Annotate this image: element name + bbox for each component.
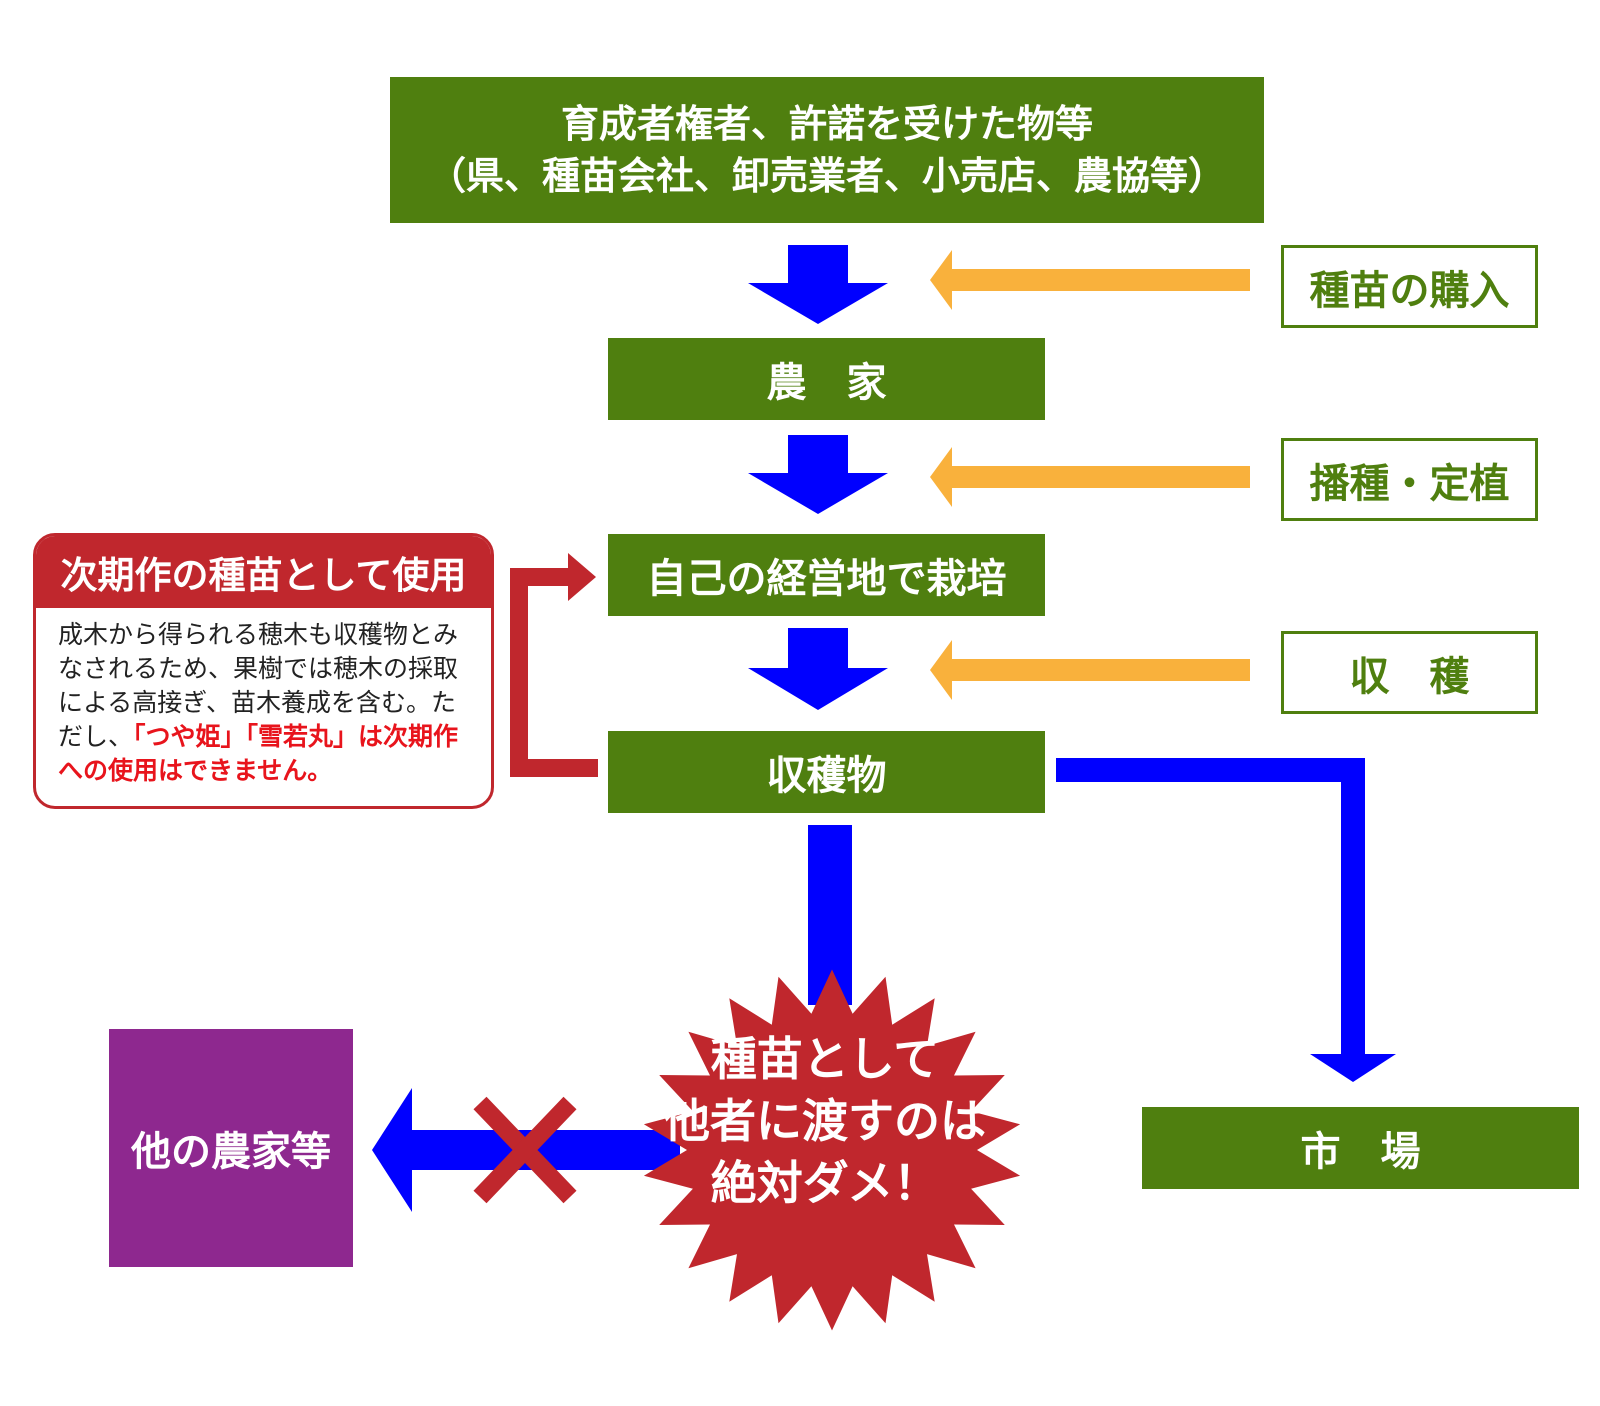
other-farmers-box: 他の農家等	[109, 1029, 353, 1267]
reuse-note-varieties: 「つや姫」「雪若丸」	[133, 722, 359, 751]
reuse-loop-line	[510, 568, 598, 777]
reuse-note: 次期作の種苗として使用 成木から得られる穂木も収穫物とみなされるため、果樹では穂…	[33, 533, 494, 809]
rights-holder-line2: （県、種苗会社、卸売業者、小売店、農協等）	[427, 154, 1226, 198]
cultivation-label: 自己の経営地で栽培	[646, 556, 1007, 602]
step-harvest-box: 収 穫	[1281, 631, 1538, 714]
step-purchase-label: 種苗の購入	[1309, 267, 1510, 314]
warning-text: 種苗として 他者に渡すのは 絶対ダメ！	[640, 1028, 1010, 1214]
down-arrow-1	[748, 245, 888, 324]
step-sowing-box: 播種・定植	[1281, 438, 1538, 521]
step-harvest-label: 収 穫	[1349, 653, 1470, 700]
step-purchase-box: 種苗の購入	[1281, 245, 1538, 328]
reuse-note-body: 成木から得られる穂木も収穫物とみなされるため、果樹では穂木の採取による高接ぎ、苗…	[36, 608, 491, 788]
warning-line1: 種苗として	[710, 1032, 940, 1086]
harvest-label: 収穫物	[766, 753, 887, 799]
orange-arrow-sowing	[930, 447, 1250, 507]
rights-holder-line1: 育成者権者、許諾を受けた物等	[560, 102, 1093, 146]
prohibited-x-icon	[473, 1096, 577, 1204]
reuse-note-restriction: は次期作への使用はできません。	[58, 722, 459, 785]
orange-arrow-harvest	[930, 640, 1250, 700]
warning-line3: 絶対ダメ！	[710, 1156, 940, 1210]
reuse-loop-arrowhead	[568, 553, 596, 601]
warning-line2: 他者に渡すのは	[664, 1094, 986, 1148]
warning-burst	[643, 969, 1021, 1331]
market-arrow	[1056, 758, 1396, 1082]
orange-arrow-purchase	[930, 250, 1250, 310]
cultivation-box: 自己の経営地で栽培	[608, 534, 1045, 616]
reuse-note-title: 次期作の種苗として使用	[36, 536, 491, 608]
down-arrow-3	[748, 628, 888, 710]
step-sowing-label: 播種・定植	[1309, 460, 1510, 507]
farmer-label: 農 家	[766, 360, 887, 406]
rights-holder-box: 育成者権者、許諾を受けた物等 （県、種苗会社、卸売業者、小売店、農協等）	[390, 77, 1264, 223]
market-box: 市 場	[1142, 1107, 1579, 1189]
market-label: 市 場	[1300, 1129, 1421, 1175]
harvest-box: 収穫物	[608, 731, 1045, 813]
down-arrow-2	[748, 435, 888, 514]
other-farmers-label: 他の農家等	[131, 1129, 331, 1175]
farmer-box: 農 家	[608, 338, 1045, 420]
reuse-note-text: 成木から得られる穂木も収穫物とみなされるため、果樹では穂木の採取による高接ぎ、苗…	[58, 620, 459, 751]
